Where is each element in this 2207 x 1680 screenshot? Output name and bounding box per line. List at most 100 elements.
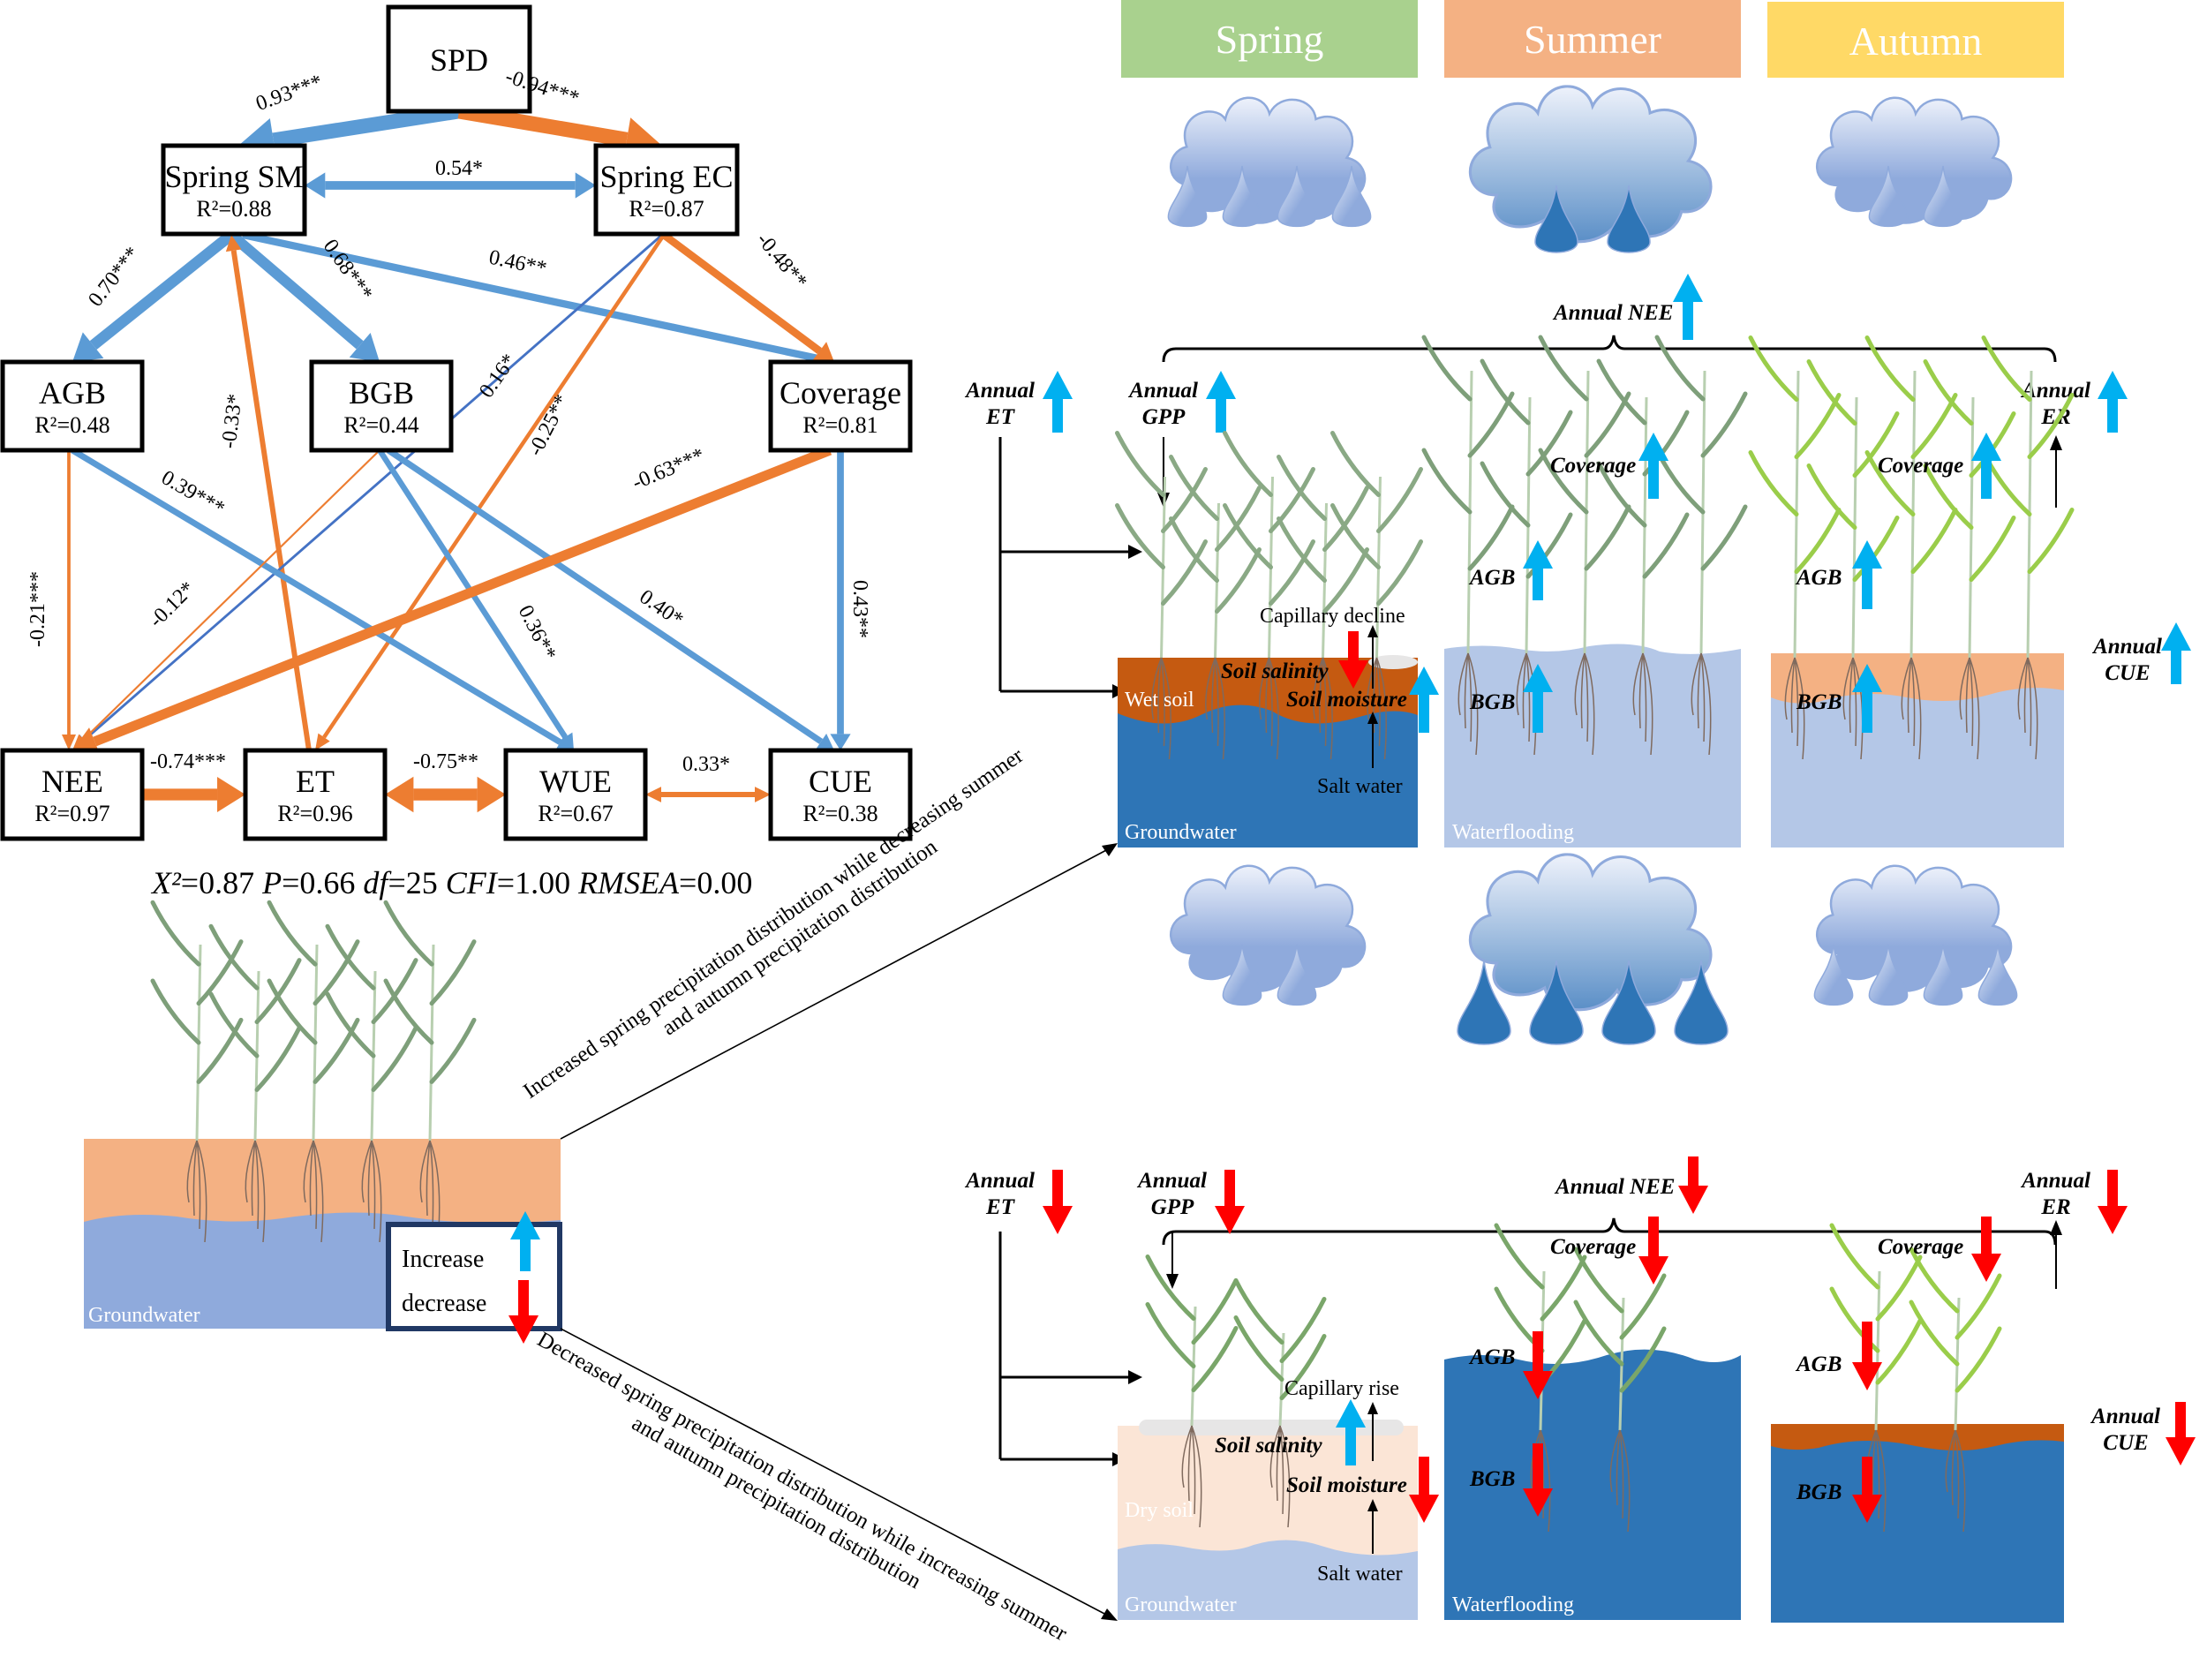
wet-soil-layer: [1771, 1424, 2064, 1450]
capillary-label: Capillary decline: [1260, 605, 1405, 628]
raindrop: [1674, 960, 1729, 1045]
plant-root: [1187, 1425, 1193, 1502]
soil-moisture-up-arrow: [1409, 667, 1439, 733]
plant-leaf: [1115, 503, 1165, 569]
node-box: [0, 748, 145, 841]
plant-leaf: [1584, 391, 1631, 458]
plant-root: [361, 1140, 373, 1203]
sem-path-nee-et: [142, 777, 245, 812]
plant-leaf: [267, 900, 318, 967]
arrow-shaft: [1688, 1156, 1699, 1186]
plant-leaf: [1467, 391, 1515, 458]
node-r-squared: R²=0.88: [196, 196, 271, 222]
sem-path-sec-et: [315, 233, 666, 750]
plant-leaf: [1233, 1315, 1284, 1382]
plant-root: [1574, 652, 1586, 716]
plant-leaf: [1467, 504, 1515, 571]
cloud-summer-upper: [1468, 85, 1713, 244]
arrow-shaft: [1981, 1217, 1992, 1254]
node-box: [768, 748, 913, 841]
plant-root: [1160, 657, 1165, 747]
bgb-up-arrow: [1852, 664, 1882, 733]
et-connector: [998, 1232, 1130, 1461]
plant-root: [1540, 1429, 1545, 1519]
raindrop: [1167, 165, 1208, 228]
arrow-shaft: [1862, 1322, 1872, 1362]
plant-root: [313, 1140, 318, 1230]
season-label-autumn: Autumn: [1849, 19, 1983, 64]
plant-root: [254, 1140, 260, 1230]
plant-root: [1319, 657, 1324, 734]
plant-root: [1530, 1429, 1541, 1493]
sem-path-bgb-cue: [386, 448, 834, 750]
plant-leaf: [1223, 503, 1273, 569]
plant-root: [313, 1140, 324, 1243]
plant-root: [1464, 652, 1469, 729]
raindrop: [1277, 165, 1317, 228]
plant-leaf: [1955, 1326, 2002, 1393]
coverage-label: Coverage: [1550, 454, 1636, 478]
plant-root: [1584, 652, 1595, 756]
node-r-squared: R²=0.97: [34, 801, 109, 826]
plant-leaf: [313, 1017, 360, 1084]
path-coefficient: 0.46**: [486, 246, 548, 281]
path-shaft: [457, 103, 629, 147]
er-connector-arrowhead: [2050, 1220, 2062, 1235]
plant-root: [1842, 657, 1854, 720]
coverage-label: Coverage: [1550, 1235, 1636, 1259]
plant-root: [426, 1140, 431, 1217]
sem-path-ssm-sec: [305, 172, 596, 199]
plant-leaf: [1981, 335, 2032, 402]
path-arrowhead: [645, 787, 661, 802]
cloud-summer-lower: [1468, 853, 1713, 1012]
plant-root: [1268, 657, 1279, 760]
plant-root: [186, 1140, 198, 1203]
plant-leaf: [1233, 1278, 1284, 1345]
gpp-connector-arrowhead: [1166, 1274, 1179, 1289]
precipitation-clouds: [1167, 85, 2018, 1045]
annual-gpp-down-arrow: [1215, 1170, 1245, 1234]
soil-moisture-label: Soil moisture: [1286, 1473, 1407, 1497]
plant-leaf: [1277, 455, 1327, 521]
annual-nee-up-arrow: [1673, 274, 1703, 340]
arrow-head: [1852, 1495, 1882, 1523]
agb-up-arrow: [1852, 540, 1882, 609]
sem-path-cov-cue: [830, 450, 851, 750]
arrow-shaft: [1419, 695, 1429, 733]
plant-leaf: [1619, 1273, 1667, 1340]
plant-root: [1259, 657, 1270, 720]
soil-salinity-label: Soil salinity: [1221, 659, 1329, 683]
plant-root: [1191, 1425, 1196, 1515]
plant-leaf: [1923, 463, 1974, 530]
plant-root: [371, 1140, 376, 1230]
plant-root: [1642, 652, 1647, 742]
plant-root: [251, 1140, 256, 1217]
soil-moisture-down-arrow: [1409, 1457, 1439, 1523]
arrow-shaft: [2107, 399, 2118, 433]
path-coefficient: 0.43**: [848, 580, 871, 638]
plant-leaf: [1969, 411, 2016, 478]
model-fit-statistics: X²=0.87 P=0.66 df=25 CFI=1.00 RMSEA=0.00: [150, 865, 752, 900]
bgb-label: BGB: [1796, 1480, 1842, 1504]
plant-leaf: [1169, 455, 1219, 521]
sem-path-bgb-nee: [72, 449, 380, 750]
path-coefficient: 0.16*: [475, 350, 521, 402]
raindrop: [1601, 960, 1656, 1045]
plant-leaf: [1322, 486, 1369, 552]
nee-bracket: [1162, 335, 2057, 363]
transition-arrow-line: [560, 848, 1109, 1140]
soil-salinity-down-arrow: [1338, 631, 1368, 689]
sem-path-et-ssm: [225, 235, 312, 751]
plant-root: [1700, 652, 1706, 742]
plant-root: [1609, 1429, 1621, 1493]
plant-root: [1279, 1425, 1284, 1515]
arrow-head: [1523, 664, 1553, 692]
path-shaft: [661, 231, 822, 355]
er-connector-arrowhead: [2050, 435, 2062, 450]
arrow-shaft: [1533, 1443, 1543, 1488]
plant-root: [1373, 657, 1378, 734]
